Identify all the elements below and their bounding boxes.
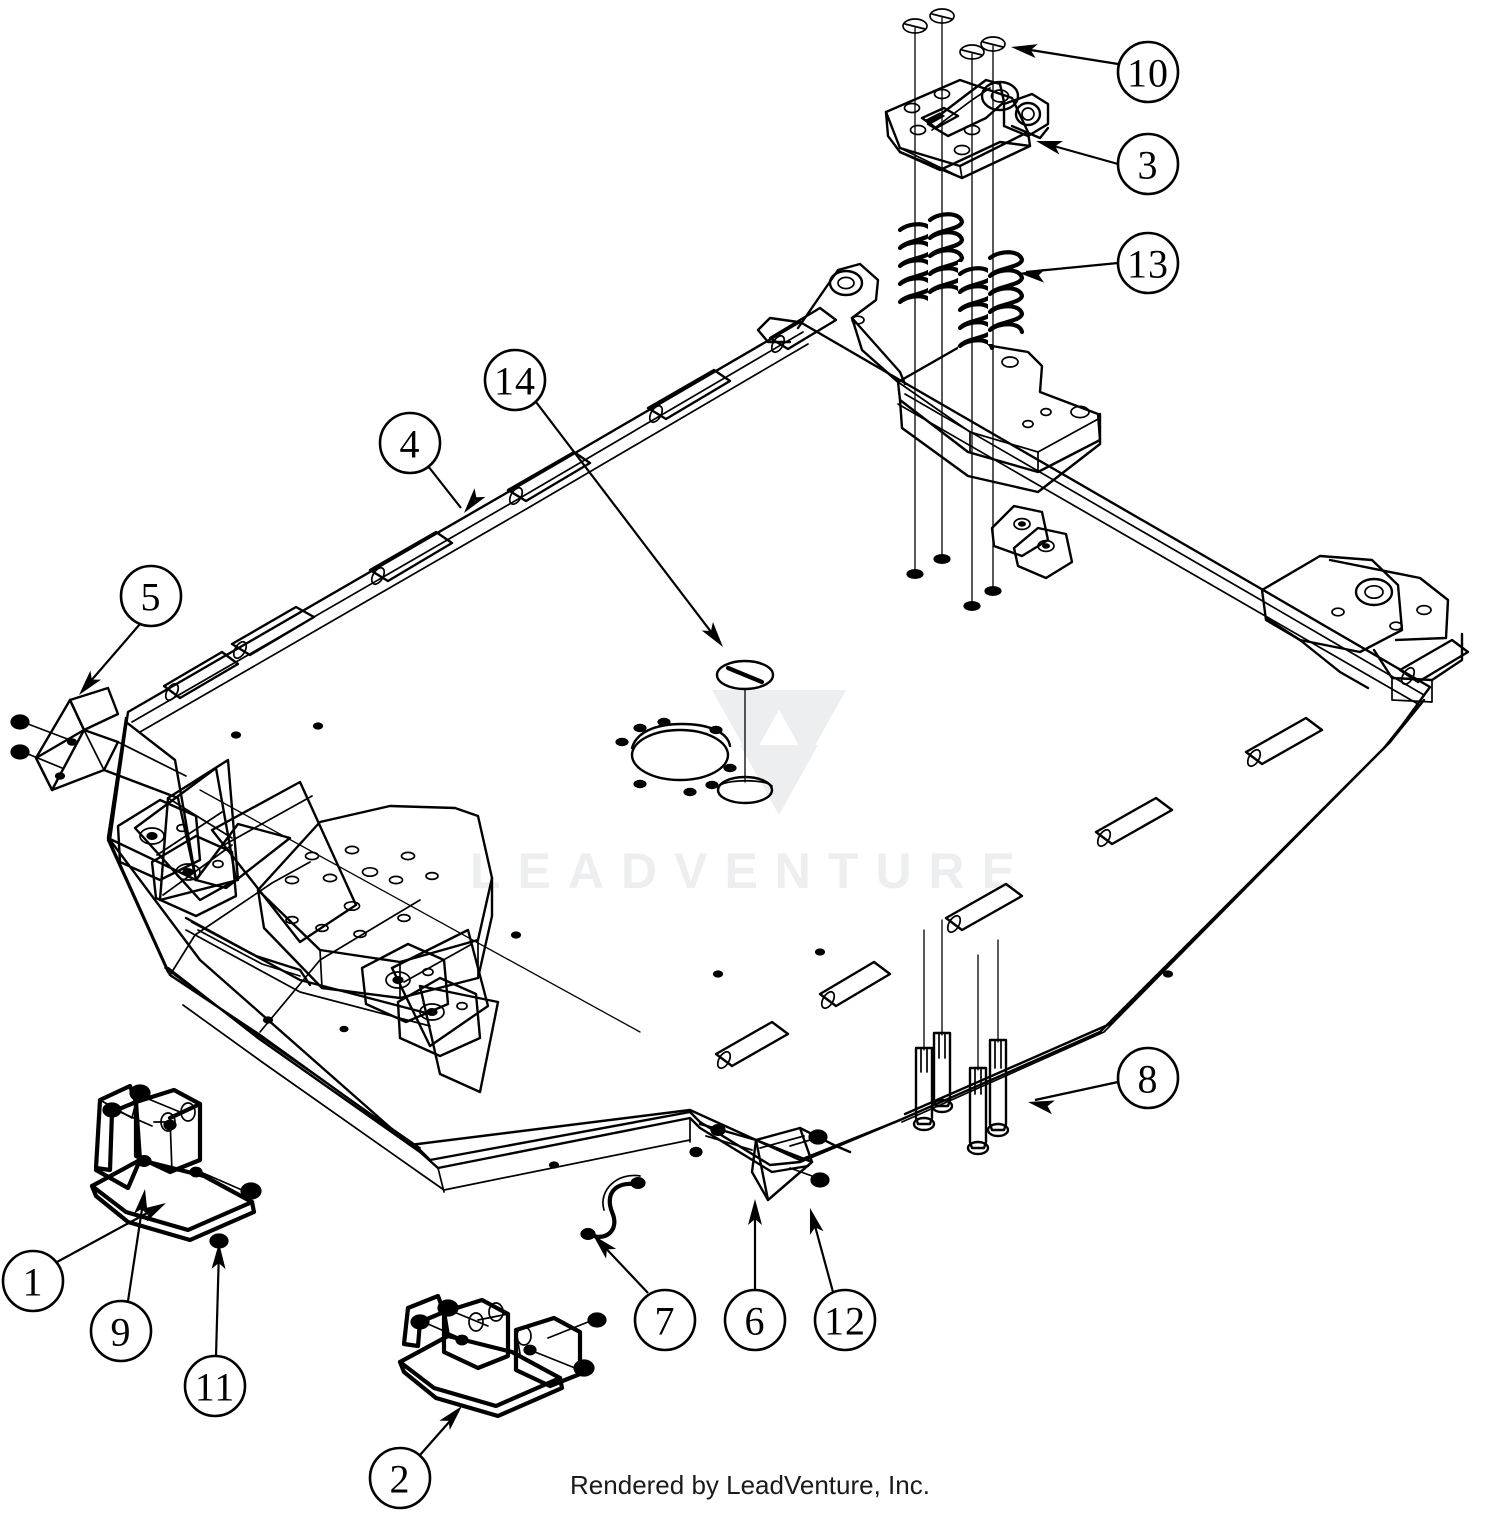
callout-number: 7 xyxy=(655,1299,676,1344)
callout-arrowhead xyxy=(139,1203,166,1222)
callout-number: 12 xyxy=(824,1299,866,1344)
callout-number: 11 xyxy=(195,1365,236,1410)
callout-arrowhead xyxy=(464,488,486,513)
callout-number: 14 xyxy=(494,359,536,404)
callout-bubble[interactable] xyxy=(89,1299,153,1363)
callout-7[interactable]: 7 xyxy=(588,1230,697,1352)
callout-5[interactable]: 5 xyxy=(74,564,183,699)
front-pivot-plates xyxy=(360,942,482,1058)
callout-number: 13 xyxy=(1127,242,1169,287)
callout-10[interactable]: 10 xyxy=(1010,40,1180,104)
part-8-carriage-bolts xyxy=(912,919,1010,1156)
callout-arrowhead xyxy=(439,1406,462,1431)
callout-leader-line xyxy=(810,1214,835,1293)
callout-number: 6 xyxy=(745,1299,766,1344)
callout-leader-line xyxy=(1034,1080,1119,1102)
part-2-skid-shoe-right xyxy=(397,1293,607,1419)
left-pivot-plates xyxy=(116,798,238,918)
callout-leader-line xyxy=(56,1205,161,1263)
callout-number: 9 xyxy=(111,1310,132,1355)
callout-number: 2 xyxy=(390,1457,411,1502)
watermark-logo-icon xyxy=(712,690,846,815)
callout-bubble[interactable] xyxy=(183,1354,247,1418)
callout-14[interactable]: 14 xyxy=(483,348,729,651)
callout-bubble[interactable] xyxy=(813,1288,877,1352)
callout-11[interactable]: 11 xyxy=(183,1243,247,1418)
callout-number: 5 xyxy=(141,575,162,620)
callout-bubble[interactable] xyxy=(1116,1046,1180,1110)
callout-12[interactable]: 12 xyxy=(803,1206,877,1352)
callout-1[interactable]: 1 xyxy=(1,1197,169,1313)
callout-arrowhead xyxy=(1011,44,1038,58)
callout-9[interactable]: 9 xyxy=(89,1188,153,1363)
callout-3[interactable]: 3 xyxy=(1034,132,1180,196)
callout-leader-line xyxy=(214,1249,221,1357)
callout-leader-line xyxy=(1017,46,1119,66)
mower-deck-body xyxy=(106,262,1464,1193)
callout-arrowhead xyxy=(1036,140,1063,155)
callout-bubble[interactable] xyxy=(483,348,547,412)
part-12-mounting-bolts xyxy=(689,1123,830,1188)
rear-mount-plate xyxy=(896,340,1102,494)
spindle-mount-hole xyxy=(615,717,737,797)
callout-bubble[interactable] xyxy=(723,1288,787,1352)
callout-13[interactable]: 13 xyxy=(1018,231,1180,295)
callout-bubble[interactable] xyxy=(1116,132,1180,196)
callout-bubble[interactable] xyxy=(119,564,183,628)
callout-bubble[interactable] xyxy=(633,1288,697,1352)
callout-number: 1 xyxy=(23,1260,44,1305)
callout-8[interactable]: 8 xyxy=(1027,1046,1180,1115)
callout-bubble[interactable] xyxy=(378,411,442,475)
callout-leader-line xyxy=(427,465,462,509)
callout-number: 8 xyxy=(1138,1057,1159,1102)
callout-bubble[interactable] xyxy=(1116,231,1180,295)
callout-leader-line xyxy=(82,623,141,691)
right-lift-bracket xyxy=(1260,554,1464,703)
callout-arrowhead xyxy=(134,1189,148,1216)
callout-bubble[interactable] xyxy=(368,1446,432,1510)
part-14-deck-hole-plug xyxy=(715,659,775,805)
part-13-compression-springs xyxy=(897,208,1025,360)
callout-bubble[interactable] xyxy=(1,1249,65,1313)
footer-credit: Rendered by LeadVenture, Inc. xyxy=(570,1470,930,1500)
callout-arrowhead xyxy=(211,1243,226,1270)
part-6-rear-deflector xyxy=(698,1122,852,1202)
part-5-side-mount-plate xyxy=(10,686,198,882)
callout-number: 3 xyxy=(1138,143,1159,188)
callout-leader-line xyxy=(126,1195,146,1302)
callout-2[interactable]: 2 xyxy=(368,1401,467,1510)
callout-arrowhead xyxy=(593,1235,617,1259)
callout-arrowhead xyxy=(701,622,723,647)
watermark-label: LEADVENTURE xyxy=(470,843,1032,899)
callout-arrowhead xyxy=(748,1199,762,1225)
callout-arrowhead xyxy=(809,1208,824,1235)
callout-number: 10 xyxy=(1127,51,1169,96)
watermark-group: LEADVENTURE xyxy=(470,690,1032,899)
callout-leader-line xyxy=(535,401,719,642)
part-1-skid-shoe-left xyxy=(89,1083,262,1249)
deck-rivets xyxy=(230,722,1174,1169)
callout-arrowhead xyxy=(79,670,102,695)
callout-arrowhead xyxy=(1028,1100,1055,1115)
part-3-lift-arm-bracket xyxy=(884,78,1050,180)
callout-4[interactable]: 4 xyxy=(378,411,486,517)
callout-bubble[interactable] xyxy=(1116,40,1180,104)
callout-arrowhead xyxy=(1019,268,1046,283)
gearbox-housing xyxy=(190,804,494,1000)
part-7-retainer-hook xyxy=(580,1174,646,1240)
callout-6[interactable]: 6 xyxy=(723,1199,787,1352)
deck-tab-brackets xyxy=(990,504,1074,580)
callout-number: 4 xyxy=(400,422,421,467)
callout-leader-line xyxy=(1042,141,1119,166)
part-4-edge-bumpers xyxy=(162,306,1470,1070)
